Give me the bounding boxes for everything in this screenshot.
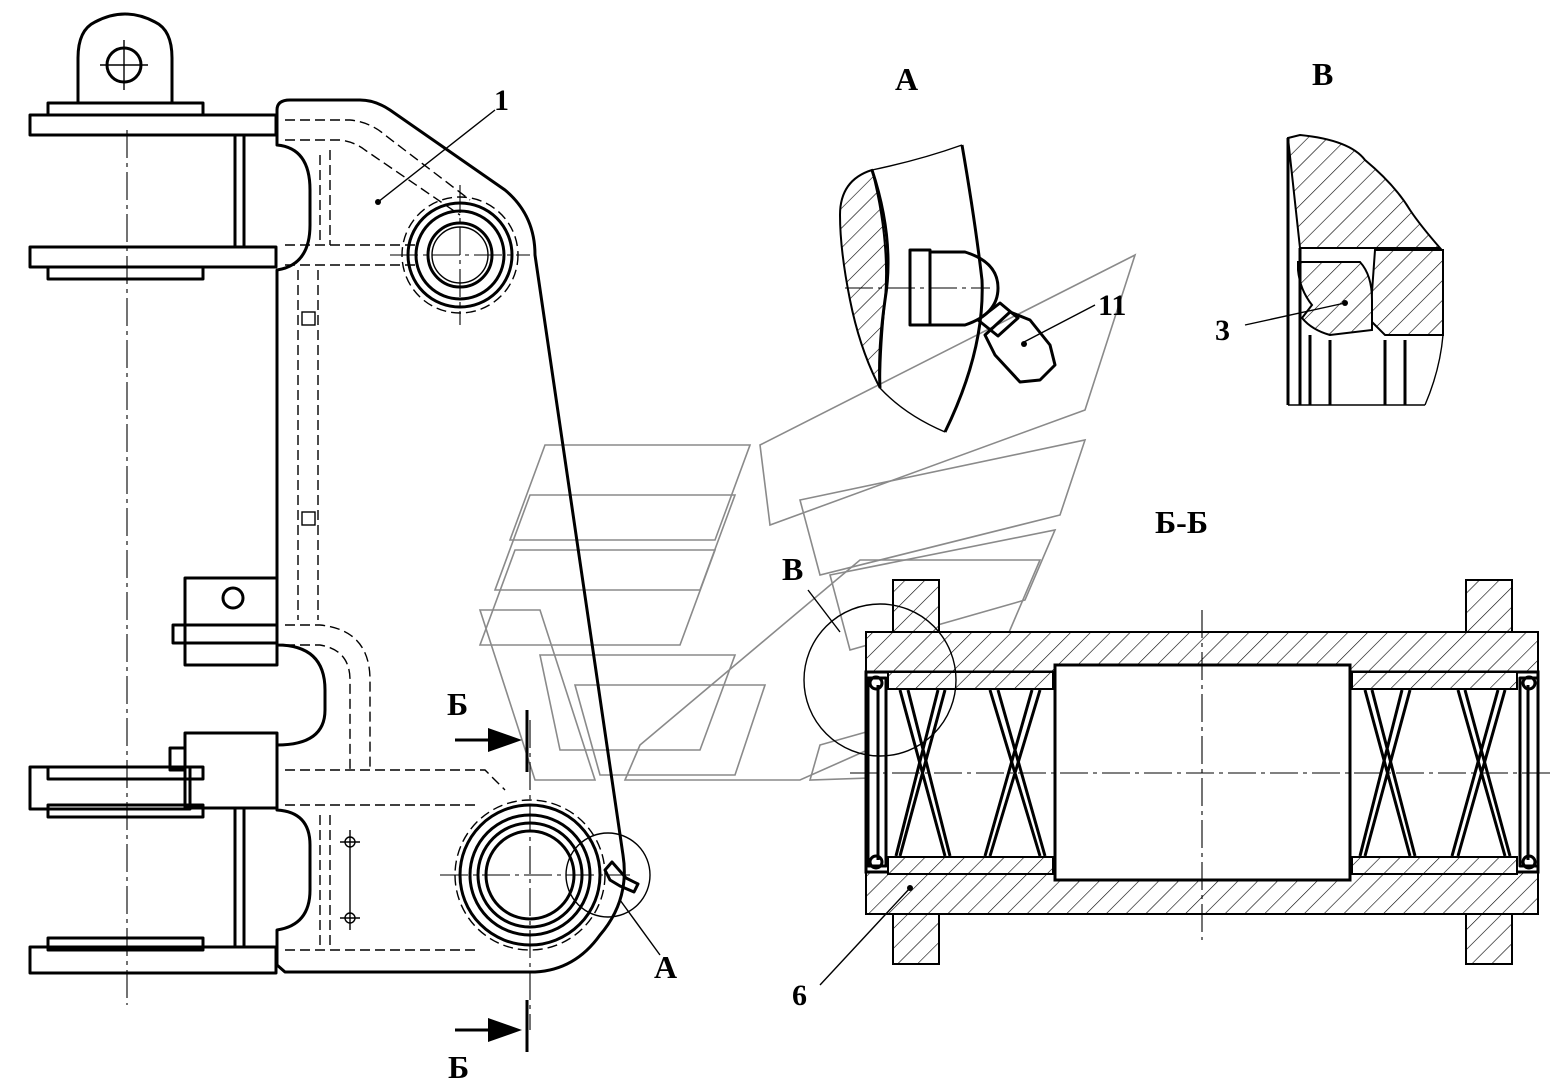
callout-ref-v: В xyxy=(782,551,803,587)
callout-part-6: 6 xyxy=(792,979,807,1012)
label-detail-v: В xyxy=(1312,56,1333,92)
detail-a-view xyxy=(838,144,1096,433)
main-view-frame xyxy=(28,12,661,1030)
section-mark-bottom xyxy=(455,1000,529,1052)
detail-v-view xyxy=(1244,133,1444,406)
leader-1-dot xyxy=(375,199,381,205)
section-mark-bottom-label: Б xyxy=(448,1049,469,1085)
callout-ref-a: А xyxy=(654,949,677,985)
callout-part-3: 3 xyxy=(1215,314,1230,347)
label-section-bb: Б-Б xyxy=(1155,504,1208,540)
section-mark-top-label: Б xyxy=(447,686,468,722)
callout-part-11: 11 xyxy=(1098,289,1126,322)
section-mark-top xyxy=(455,710,529,772)
section-bb-view xyxy=(803,579,1555,986)
callout-part-1: 1 xyxy=(494,84,509,117)
leader-1 xyxy=(377,109,496,203)
label-detail-a: А xyxy=(895,61,918,97)
